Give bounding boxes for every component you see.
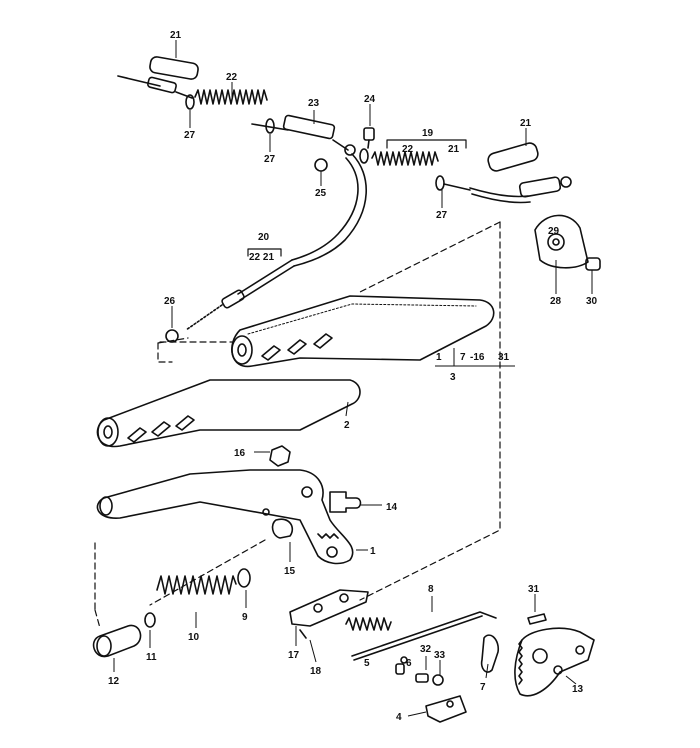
callout-7: 7 (460, 352, 466, 363)
callout-1: 1 (436, 352, 442, 363)
pawl-7 (480, 634, 500, 673)
plug-15 (271, 518, 294, 539)
cable-sleeve-21 (149, 56, 199, 80)
cable-sleeve-21-right (487, 142, 539, 172)
left-cable-assembly (117, 56, 375, 267)
nut-16 (269, 445, 291, 467)
callout-8: 8 (428, 584, 434, 595)
callout-31: 31 (528, 584, 540, 595)
callout-21: 21 (448, 144, 460, 155)
pin-14 (329, 491, 362, 513)
callout-9: 9 (242, 612, 248, 623)
callout-13: 13 (572, 684, 584, 695)
callout-20: 20 (258, 232, 270, 243)
callout-12: 12 (108, 676, 120, 687)
callout-17: 17 (288, 650, 300, 661)
ratchet-cap (534, 214, 601, 271)
callout-15: 15 (284, 566, 296, 577)
callout-31: 31 (498, 352, 510, 363)
rod-8 (351, 611, 497, 657)
callout-27: 27 (264, 154, 276, 165)
callout-19: 19 (422, 128, 434, 139)
ratchet-sector-13 (514, 627, 595, 697)
callout-33: 33 (434, 650, 446, 661)
callout-27: 27 (436, 210, 448, 221)
callout-23: 23 (308, 98, 320, 109)
hand-brake-lever-1 (96, 445, 362, 565)
callout-25: 25 (315, 188, 327, 199)
callout-28: 28 (550, 296, 562, 307)
callout-4: 4 (396, 712, 402, 723)
callout-27: 27 (184, 130, 196, 141)
callout-11: 11 (146, 652, 157, 663)
callout-22: 22 (402, 144, 414, 155)
callout-32: 32 (420, 644, 432, 655)
callout-24: 24 (364, 94, 376, 105)
callout-18: 18 (310, 666, 322, 677)
button-12 (92, 624, 142, 658)
callout-7: 7 (480, 682, 486, 693)
callout-5: 5 (364, 658, 370, 669)
callout-10: 10 (188, 632, 200, 643)
right-cable-assembly (359, 139, 572, 204)
cable-20 (165, 248, 295, 343)
callout-16: 16 (234, 448, 246, 459)
callout-21: 21 (170, 30, 182, 41)
push-button-assembly (92, 568, 251, 658)
callout-29: 29 (548, 226, 560, 237)
callout-21: 21 (520, 118, 532, 129)
callout-26: 26 (164, 296, 176, 307)
washer-9 (237, 568, 251, 588)
callout-6: 6 (406, 658, 412, 669)
ratchet-mechanism (289, 589, 595, 723)
washer-11 (144, 612, 156, 628)
callout-22: 22 (226, 72, 238, 83)
spring-10 (156, 575, 237, 595)
callout-3: 3 (450, 372, 456, 383)
callout-16: -16 (470, 352, 485, 363)
callout-1: 1 (370, 546, 376, 557)
bracket-4 (425, 695, 467, 723)
callout-22-21: 22 21 (249, 252, 274, 263)
callout-2: 2 (344, 420, 350, 431)
handle-shell-2 (96, 379, 361, 448)
spring-22-right (371, 151, 439, 166)
callout-30: 30 (586, 296, 598, 307)
pawl-17 (289, 589, 369, 627)
callout-14: 14 (386, 502, 398, 513)
handle-cover-3 (231, 295, 495, 368)
equalizer-23 (282, 114, 336, 140)
spring-22 (194, 89, 268, 105)
